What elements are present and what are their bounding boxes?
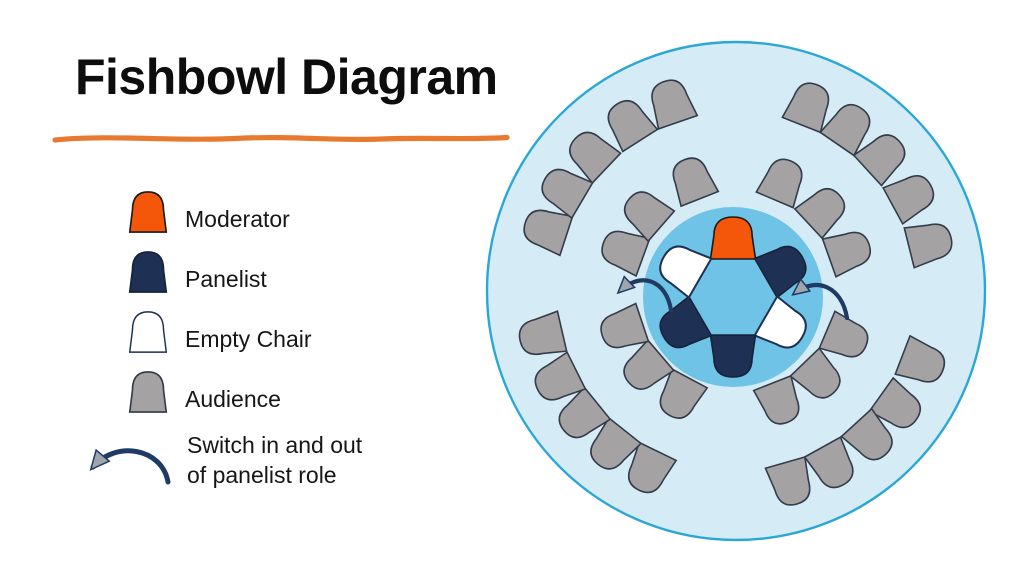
panelist-chair-glyph <box>128 251 168 293</box>
audience-chair <box>903 223 953 269</box>
panelist-chair-icon <box>128 251 168 293</box>
legend-label-moderator: Moderator <box>185 205 290 232</box>
title-underline-stroke <box>52 134 510 143</box>
audience-chair <box>601 230 651 278</box>
audience-chair <box>803 436 854 489</box>
legend-item-audience: Audience <box>127 370 362 414</box>
empty-chair-chair-glyph <box>128 311 168 353</box>
legend-item-moderator: Moderator <box>127 190 362 234</box>
legend-label-audience: Audience <box>185 385 281 412</box>
audience-chair-glyph <box>128 371 168 413</box>
legend-item-empty-chair: Empty Chair <box>127 310 362 354</box>
panelist-seat <box>753 245 807 299</box>
legend-switch-arrow-head <box>89 448 111 471</box>
switch-arrow-label-line2: of panelist role <box>187 462 337 488</box>
legend-item-panelist: Panelist <box>127 250 362 294</box>
empty-chair-icon <box>128 311 168 353</box>
empty-chair-seat <box>753 295 807 349</box>
audience-chair <box>755 158 803 209</box>
moderator-chair-glyph <box>128 191 168 233</box>
audience-chair <box>764 455 811 506</box>
legend-label-empty-chair: Empty Chair <box>185 325 312 352</box>
audience-chair <box>623 191 676 243</box>
switch-arrow-icon <box>89 448 171 485</box>
audience-chair <box>840 407 893 461</box>
audience-chair <box>569 131 622 185</box>
moderator-chair-icon <box>128 191 168 233</box>
audience-chair <box>852 134 906 187</box>
audience-chair <box>627 441 678 494</box>
legend: Moderator Panelist Empty Chair Audience … <box>89 190 362 491</box>
switch-in-arrow <box>791 277 850 321</box>
audience-chair <box>781 82 830 134</box>
audience-chair <box>590 416 643 470</box>
inner-seat-ring <box>659 216 807 378</box>
audience-chair <box>789 347 841 399</box>
audience-chair <box>558 386 612 439</box>
middle-audience-ring <box>600 157 872 425</box>
page-title: Fishbowl Diagram <box>75 49 498 105</box>
audience-chair <box>818 310 869 358</box>
audience-chair <box>600 302 650 349</box>
audience-chair <box>534 351 587 401</box>
switch-out-arrow <box>616 275 674 313</box>
panelist-seat <box>709 334 757 378</box>
audience-chair <box>894 334 946 383</box>
audience-chair <box>659 367 709 419</box>
audience-chair <box>752 374 800 425</box>
audience-chair <box>868 376 922 429</box>
empty-chair-seat <box>659 245 713 299</box>
audience-chair <box>819 103 871 157</box>
legend-label-panelist: Panelist <box>185 265 267 292</box>
audience-chair <box>518 310 568 356</box>
audience-chair <box>821 231 872 278</box>
audience-chair <box>672 157 720 208</box>
audience-chair <box>793 187 846 240</box>
audience-chair <box>623 338 675 390</box>
outer-audience-ring <box>518 79 953 506</box>
switch-out-arrow-head <box>616 275 636 295</box>
audience-chair-icon <box>128 371 168 413</box>
title-underline <box>52 134 510 143</box>
switch-in-arrow-head <box>791 277 812 296</box>
legend-item-switch-arrow: Switch in and out of panelist role <box>80 430 362 491</box>
audience-chair <box>881 174 935 226</box>
audience-chair <box>607 99 659 153</box>
moderator-seat <box>709 216 757 260</box>
switch-arrow-label-line1: Switch in and out <box>187 432 363 458</box>
audience-chair <box>523 209 574 257</box>
legend-label-switch-arrow: Switch in and out of panelist role <box>187 430 362 490</box>
legend-switch-arrow <box>89 448 171 485</box>
audience-chair <box>541 168 594 220</box>
audience-chair <box>651 79 699 130</box>
